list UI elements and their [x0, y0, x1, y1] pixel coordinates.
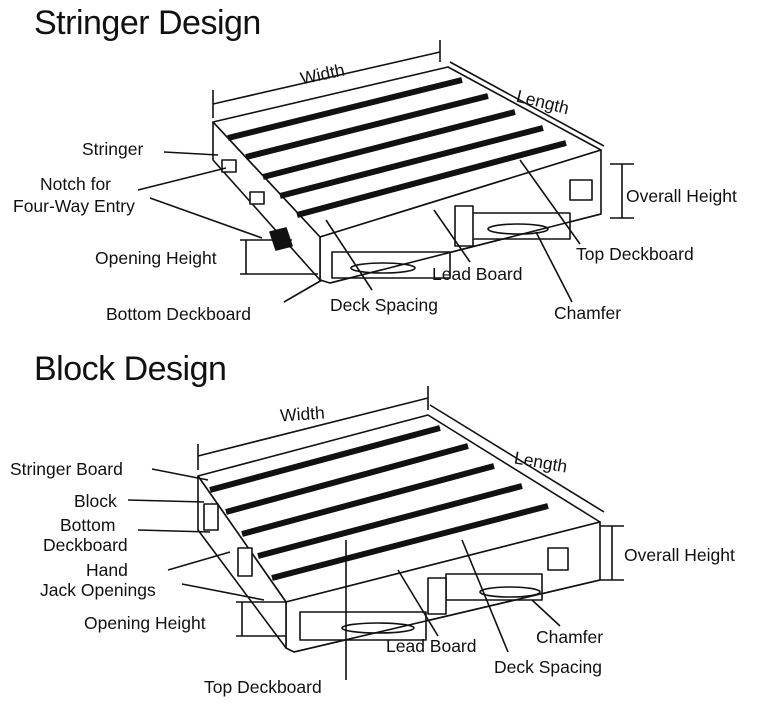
- stringer-opening-height-label: Opening Height: [95, 248, 217, 268]
- stringer-notch-1: [221, 159, 237, 173]
- stringer-pallet-drawing: [137, 40, 634, 303]
- block-top-deckboard-label: Top Deckboard: [204, 677, 322, 697]
- stringer-top-deckboard-label: Top Deckboard: [576, 244, 694, 264]
- stringer-notch-right: [569, 179, 593, 201]
- stringer-notch-2: [249, 191, 265, 205]
- block-overall-height-label: Overall Height: [624, 545, 735, 565]
- block-bottom-deckboard-label-2: Deckboard: [43, 535, 128, 555]
- block-design-title: Block Design: [34, 350, 227, 388]
- block-block-2: [237, 547, 253, 577]
- stringer-deck-gaps: [227, 77, 567, 218]
- block-corner-right: [547, 547, 569, 571]
- block-opening-height-label: Opening Height: [84, 613, 206, 633]
- stringer-notch-dark: [269, 227, 293, 251]
- stringer-design-title: Stringer Design: [34, 4, 261, 42]
- stringer-left-face: [212, 121, 321, 281]
- stringer-post: [454, 205, 474, 247]
- block-stringer-board-label: Stringer Board: [10, 459, 123, 479]
- stringer-lead-board-label: Lead Board: [432, 264, 523, 284]
- block-post: [427, 577, 447, 615]
- block-width-label: Width: [279, 402, 326, 426]
- block-lead-board-label: Lead Board: [386, 636, 477, 656]
- block-hand-jack-label-1: Hand: [86, 560, 128, 580]
- stringer-bottom-deckboard-label: Bottom Deckboard: [106, 304, 251, 324]
- stringer-overall-height-label: Overall Height: [626, 186, 737, 206]
- block-deck-spacing-label: Deck Spacing: [494, 657, 602, 677]
- block-pallet-drawing: [127, 386, 624, 680]
- stringer-deck-spacing-label: Deck Spacing: [330, 295, 438, 315]
- block-hand-jack-label-2: Jack Openings: [40, 580, 156, 600]
- block-bottom-deckboard-label-1: Bottom: [60, 515, 116, 535]
- stringer-notch-label-2: Four-Way Entry: [13, 196, 135, 216]
- block-chamfer-label: Chamfer: [536, 627, 604, 647]
- block-block-label: Block: [74, 491, 117, 511]
- block-deck-gaps: [209, 425, 549, 581]
- block-slot-right: [479, 586, 541, 598]
- stringer-stringer-label: Stringer: [82, 139, 144, 159]
- stringer-notch-label-1: Notch for: [40, 174, 111, 194]
- stringer-chamfer-label: Chamfer: [554, 303, 622, 323]
- block-block-1: [203, 503, 219, 531]
